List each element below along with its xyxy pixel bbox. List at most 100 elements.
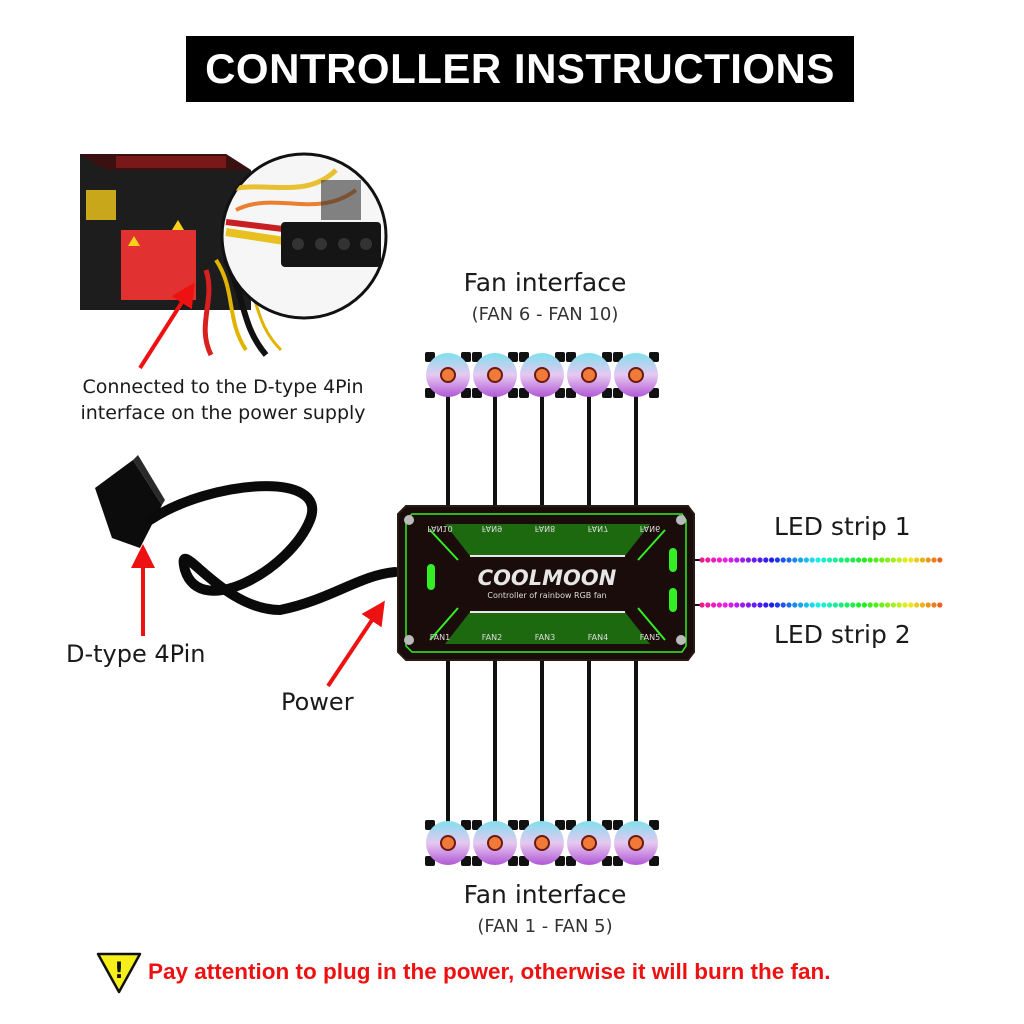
led-dot bbox=[740, 602, 746, 608]
led-dot bbox=[867, 602, 873, 608]
led-dot bbox=[925, 557, 931, 563]
led-dot bbox=[937, 602, 943, 608]
fan-top-3 bbox=[519, 352, 565, 398]
fan-top-2 bbox=[472, 352, 518, 398]
port-label-bottom: FAN5 bbox=[640, 633, 660, 642]
screw-icon bbox=[404, 515, 414, 525]
led-dot bbox=[861, 602, 868, 608]
led-dot bbox=[844, 557, 850, 563]
bottom-fans-title: Fan interface bbox=[463, 880, 627, 909]
fan-bottom-5 bbox=[613, 820, 659, 866]
led-dot bbox=[832, 602, 839, 608]
led-dot bbox=[705, 557, 711, 563]
led-dot bbox=[728, 557, 734, 563]
warning-triangle-icon: ! bbox=[96, 952, 142, 994]
power-arrow bbox=[326, 600, 385, 688]
led-dot bbox=[914, 557, 920, 563]
led-dot bbox=[705, 602, 711, 608]
controller-box: COOLMOON Controller of rainbow RGB fan F… bbox=[397, 505, 695, 661]
led-dot bbox=[745, 602, 752, 608]
led-dot bbox=[786, 557, 792, 563]
led-dot bbox=[827, 557, 833, 563]
fan-hub bbox=[487, 835, 503, 851]
fan-hub bbox=[581, 835, 597, 851]
led-dot bbox=[821, 602, 827, 608]
psu-callout-line2: interface on the power supply bbox=[80, 402, 366, 424]
led-dot bbox=[879, 602, 885, 608]
controller-subtitle: Controller of rainbow RGB fan bbox=[487, 591, 606, 600]
led-dot bbox=[745, 557, 752, 563]
power-label: Power bbox=[281, 688, 354, 716]
port-label-bottom: FAN3 bbox=[535, 633, 555, 642]
led-dot bbox=[890, 557, 897, 563]
led-dot bbox=[919, 602, 926, 608]
led-dot bbox=[885, 557, 891, 563]
led-strip-1 bbox=[694, 557, 943, 563]
fan-bottom-1 bbox=[425, 820, 471, 866]
psu-label-sticker bbox=[86, 190, 116, 220]
top-fans-title: Fan interface bbox=[463, 268, 627, 297]
screw-icon bbox=[676, 515, 686, 525]
led-dot bbox=[774, 557, 781, 563]
led-dot bbox=[896, 557, 902, 563]
led-dot bbox=[769, 557, 775, 563]
screw-icon bbox=[404, 635, 414, 645]
led-dot bbox=[856, 602, 862, 608]
led-dot bbox=[879, 557, 885, 563]
led-dot bbox=[896, 602, 902, 608]
led-dot bbox=[763, 557, 769, 563]
led-dot bbox=[740, 557, 746, 563]
led-dot bbox=[774, 602, 781, 608]
led-dot bbox=[792, 602, 798, 608]
led-strip-2 bbox=[694, 602, 943, 608]
led-dot bbox=[751, 557, 757, 563]
led-dot bbox=[902, 602, 908, 608]
led-dot bbox=[711, 602, 717, 608]
led-dot bbox=[803, 602, 810, 608]
led-port-1 bbox=[669, 588, 677, 612]
screw-icon bbox=[676, 635, 686, 645]
led-dot bbox=[873, 602, 879, 608]
led-dot bbox=[716, 557, 723, 563]
led-dot bbox=[798, 557, 804, 563]
fan-hub bbox=[487, 367, 503, 383]
led-dot bbox=[821, 557, 827, 563]
fan-hub bbox=[628, 835, 644, 851]
led-dot bbox=[716, 602, 723, 608]
led-dot bbox=[711, 557, 717, 563]
d-type-label: D-type 4Pin bbox=[66, 640, 206, 668]
led-dot bbox=[937, 557, 943, 563]
fan-hub bbox=[440, 367, 456, 383]
led-dot bbox=[850, 557, 856, 563]
led-dot bbox=[757, 557, 763, 563]
power-supply-image bbox=[80, 152, 388, 357]
led-dot bbox=[699, 602, 705, 608]
port-label-bottom: FAN4 bbox=[588, 633, 608, 642]
power-port bbox=[427, 564, 435, 590]
led-dot bbox=[780, 602, 786, 608]
led-port-2 bbox=[669, 548, 677, 572]
led-strip-2-label: LED strip 2 bbox=[774, 620, 911, 649]
led-dot bbox=[809, 602, 815, 608]
port-label-top: FAN8 bbox=[535, 524, 555, 533]
led-dot bbox=[827, 602, 833, 608]
fan-top-1 bbox=[425, 352, 471, 398]
led-dot bbox=[838, 602, 844, 608]
led-dot bbox=[914, 602, 920, 608]
fan-hub bbox=[581, 367, 597, 383]
fan-bottom-4 bbox=[566, 820, 612, 866]
bottom-fans-range: (FAN 1 - FAN 5) bbox=[477, 916, 613, 937]
port-label-top: FAN10 bbox=[427, 524, 453, 533]
led-dot bbox=[815, 557, 821, 563]
controller-brand: COOLMOON bbox=[478, 566, 617, 590]
led-dot bbox=[722, 602, 728, 608]
port-label-top: FAN9 bbox=[482, 524, 502, 533]
top-fans-range: (FAN 6 - FAN 10) bbox=[471, 304, 619, 325]
port-label-top: FAN7 bbox=[588, 524, 608, 533]
port-label-top: FAN6 bbox=[640, 524, 660, 533]
led-strip-1-label: LED strip 1 bbox=[774, 512, 911, 541]
fan-top-4 bbox=[566, 352, 612, 398]
warning-text: Pay attention to plug in the power, othe… bbox=[148, 959, 831, 984]
led-dot bbox=[925, 602, 931, 608]
